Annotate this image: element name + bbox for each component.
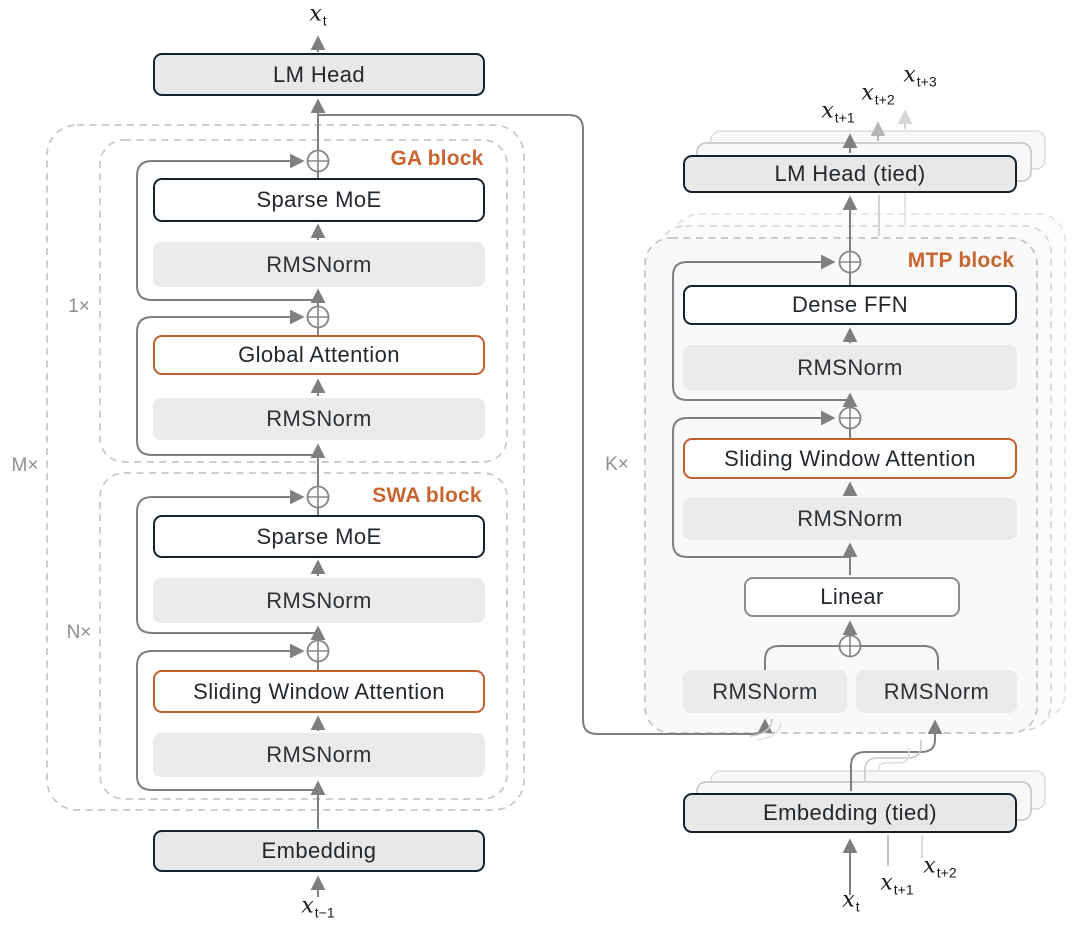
swa-block-dashed-box: [99, 472, 508, 800]
input-token-label-t2: xt+2: [923, 854, 956, 881]
embedding-tied-node: Embedding (tied): [683, 793, 1017, 833]
lm-head-label: LM Head: [272, 61, 366, 87]
mtp-block-title: MTP block: [907, 249, 1015, 272]
math-sub: t+2: [936, 864, 957, 881]
rmsnorm-label: RMSNorm: [883, 678, 990, 704]
embedding-node: Embedding: [153, 830, 485, 872]
left-dashed-containers: [46, 124, 525, 811]
lm-head-tied-node: LM Head (tied): [683, 155, 1017, 193]
math-sub: t+1: [834, 109, 855, 126]
embedding-route-echo2: [878, 748, 910, 771]
rmsnorm-label: RMSNorm: [266, 587, 372, 613]
sparse-moe-label: Sparse MoE: [256, 187, 382, 212]
math-sub: t+1: [893, 881, 914, 898]
rmsnorm-node-mtp-right: RMSNorm: [856, 670, 1017, 713]
math-base: x: [301, 893, 314, 919]
math-base: x: [903, 62, 916, 88]
add-junction-icon: [306, 149, 330, 173]
ga-repeat-label: 1×: [68, 296, 90, 317]
rmsnorm-label: RMSNorm: [797, 506, 903, 531]
sliding-window-attention-label: Sliding Window Attention: [724, 445, 976, 471]
embedding-label: Embedding: [261, 838, 377, 863]
output-token-label: xt: [309, 2, 326, 29]
sliding-window-attention-label: Sliding Window Attention: [193, 678, 445, 704]
rmsnorm-label: RMSNorm: [712, 678, 818, 704]
outer-repeat-label: M×: [11, 455, 39, 476]
add-junction-icon: [838, 634, 862, 658]
add-junction-icon: [838, 250, 862, 274]
merge-right-norm: [861, 645, 939, 670]
math-base: x: [861, 80, 874, 106]
rmsnorm-node-swa-bottom: RMSNorm: [153, 733, 485, 777]
sparse-moe-label: Sparse MoE: [256, 523, 382, 549]
rmsnorm-node-mtp-mid: RMSNorm: [683, 498, 1017, 540]
math-sub: t+2: [874, 91, 895, 108]
add-junction-icon: [306, 639, 330, 663]
math-base: x: [880, 870, 893, 896]
residual-loop-ga-moe: [136, 153, 318, 301]
residual-loop-ga-attn: [136, 309, 318, 456]
rmsnorm-node-ga-bottom: RMSNorm: [153, 398, 485, 440]
rmsnorm-label: RMSNorm: [266, 251, 372, 277]
math-base: x: [309, 1, 322, 27]
global-attention-label: Global Attention: [238, 342, 400, 367]
output-token-label-t3: xt+3: [903, 63, 936, 90]
math-sub: t: [322, 12, 327, 29]
rmsnorm-node-mtp-top: RMSNorm: [683, 345, 1017, 390]
add-junction-icon: [306, 305, 330, 329]
sliding-window-attention-node-mtp: Sliding Window Attention: [683, 438, 1017, 479]
sparse-moe-node-swa: Sparse MoE: [153, 515, 485, 558]
embedding-to-right-norm: [850, 719, 943, 791]
add-junction-icon: [306, 485, 330, 509]
connectors: [136, 35, 943, 897]
output-token-label-t1: xt+1: [821, 99, 854, 126]
lm-head-node: LM Head: [153, 53, 485, 96]
rmsnorm-node-ga-top: RMSNorm: [153, 242, 485, 287]
hidden-state-connector-echo2: [756, 721, 782, 741]
rmsnorm-node-mtp-left: RMSNorm: [683, 670, 847, 713]
swa-repeat-label: N×: [66, 622, 92, 643]
ga-block-title: GA block: [390, 147, 484, 170]
merge-left-norm: [764, 645, 839, 670]
add-junctions: [306, 149, 862, 663]
math-base: x: [842, 887, 855, 913]
rmsnorm-label: RMSNorm: [797, 354, 903, 380]
output-token-label-t2: xt+2: [861, 81, 894, 108]
math-sub: t: [855, 898, 860, 915]
sparse-moe-node-ga: Sparse MoE: [153, 178, 485, 222]
dense-ffn-label: Dense FFN: [791, 292, 909, 317]
sliding-window-attention-node: Sliding Window Attention: [153, 670, 485, 713]
m-repeat-dashed-box: [46, 124, 525, 811]
global-attention-node: Global Attention: [153, 335, 485, 375]
rmsnorm-label: RMSNorm: [266, 406, 372, 431]
residual-loop-swa-moe: [136, 489, 318, 634]
residual-loop-swa-r: [672, 410, 850, 558]
add-junction-icon: [838, 406, 862, 430]
hidden-state-connector-echo1: [749, 718, 773, 737]
input-token-label: xt−1: [301, 894, 334, 921]
dense-ffn-node: Dense FFN: [683, 285, 1017, 325]
residual-loop-swa-attn: [136, 643, 318, 791]
input-token-label-t: xt: [842, 888, 859, 915]
swa-block-title: SWA block: [372, 484, 482, 507]
linear-label: Linear: [820, 584, 884, 609]
embedding-route-echo1: [864, 740, 922, 781]
math-base: x: [923, 853, 936, 879]
ga-block-dashed-box: [99, 139, 508, 463]
embedding-tied-label: Embedding (tied): [763, 800, 937, 825]
math-sub: t−1: [314, 904, 335, 921]
rmsnorm-node-swa-top: RMSNorm: [153, 578, 485, 623]
linear-node: Linear: [744, 577, 960, 617]
rmsnorm-label: RMSNorm: [266, 742, 372, 767]
mtp-repeat-label: K×: [605, 454, 629, 475]
math-sub: t+3: [916, 73, 937, 90]
residual-loop-ffn: [672, 254, 850, 401]
input-token-label-t1: xt+1: [880, 871, 913, 898]
hidden-state-connector: [318, 114, 773, 735]
lm-head-tied-label: LM Head (tied): [774, 161, 926, 186]
math-base: x: [821, 98, 834, 124]
